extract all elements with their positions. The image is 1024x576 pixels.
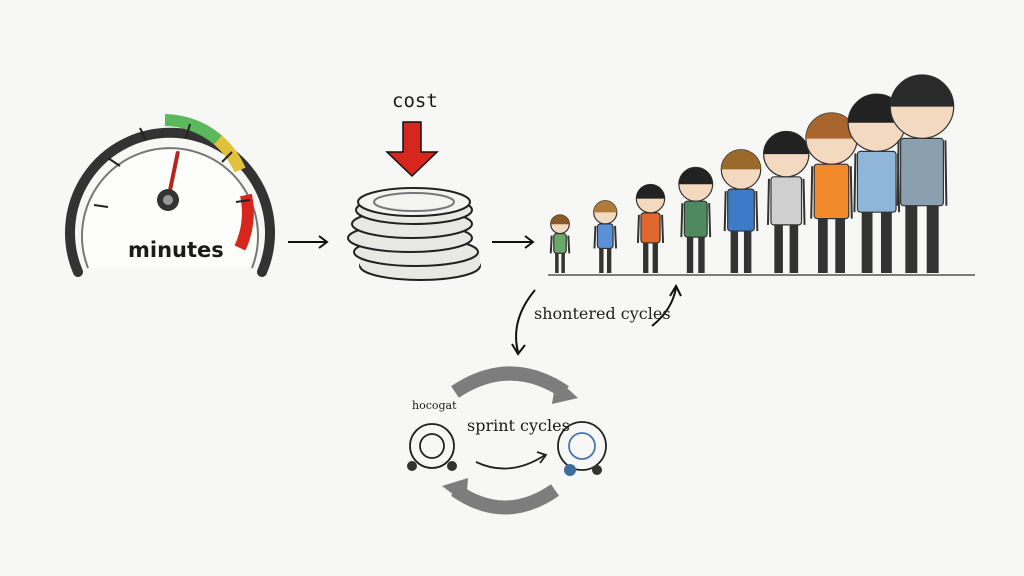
cycle-arrows xyxy=(511,283,682,356)
team-member xyxy=(889,74,955,273)
sprint-cycle-loop xyxy=(407,366,607,515)
team-member xyxy=(763,130,810,273)
team-member xyxy=(593,200,618,273)
speedometer-gauge xyxy=(65,114,275,277)
cost-label: cost xyxy=(392,90,438,112)
team-member xyxy=(720,149,762,273)
team-member xyxy=(549,214,571,273)
coin-stack xyxy=(347,187,481,281)
team-member xyxy=(805,112,858,273)
cost-down-arrow xyxy=(385,121,439,178)
shortened-cycles-label: shontered cycles xyxy=(534,304,671,323)
team-member xyxy=(678,166,714,273)
flow-arrows xyxy=(288,235,535,249)
sprint-cycles-label: sprint cycles xyxy=(467,416,570,435)
team-member xyxy=(635,183,666,273)
small-cycle-label: hocogat xyxy=(412,399,457,412)
gauge-label: minutes xyxy=(128,238,224,262)
team-growth xyxy=(549,74,955,273)
